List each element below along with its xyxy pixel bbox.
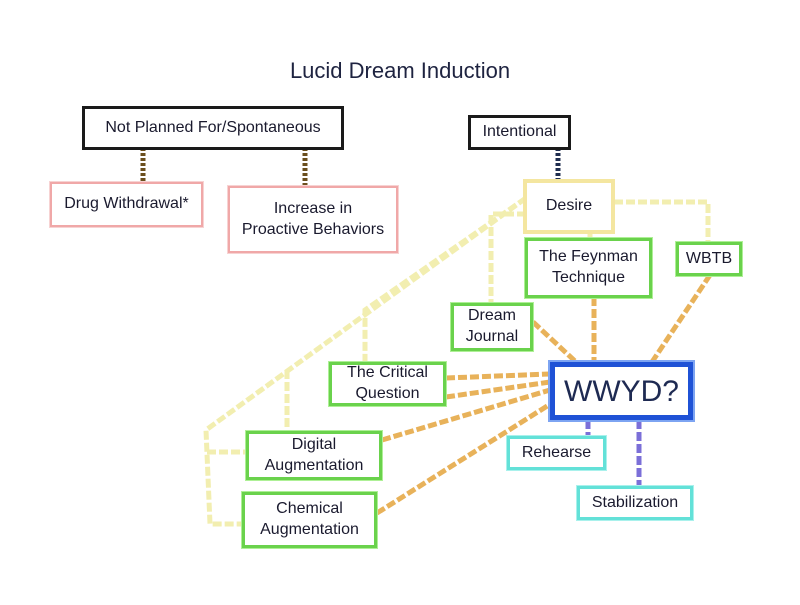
node-digital-augmentation: Digital Augmentation [246, 431, 382, 480]
link-journal-wwyd [531, 320, 578, 364]
node-intentional: Intentional [468, 115, 571, 150]
diagram-title: Lucid Dream Induction [289, 58, 511, 83]
link-digital-wwyd [381, 387, 551, 443]
node-drug-withdrawal: Drug Withdrawal* [50, 182, 203, 227]
node-rehearse: Rehearse [507, 436, 606, 470]
link-critical-wwyd [445, 371, 551, 381]
node-wbtb: WBTB [676, 242, 742, 276]
link-desire-left-trunk [203, 195, 528, 527]
node-stabilization: Stabilization [577, 486, 693, 520]
link-wbtb-wwyd [649, 273, 713, 364]
link-desire-journal [488, 211, 526, 304]
link-critical-wwyd-b [445, 379, 551, 400]
node-wwyd: WWYD? [550, 362, 693, 420]
node-chemical-augmentation: Chemical Augmentation [242, 492, 377, 548]
node-desire: Desire [523, 179, 615, 234]
node-proactive-behaviors: Increase in Proactive Behaviors [228, 186, 398, 253]
node-dream-journal: Dream Journal [451, 303, 533, 351]
link-desire-wbtb [614, 199, 711, 242]
link-chemical-wwyd [375, 400, 554, 516]
node-critical-question: The Critical Question [329, 362, 446, 406]
node-not-planned: Not Planned For/Spontaneous [82, 106, 344, 150]
node-feynman-technique: The Feynman Technique [525, 238, 652, 298]
